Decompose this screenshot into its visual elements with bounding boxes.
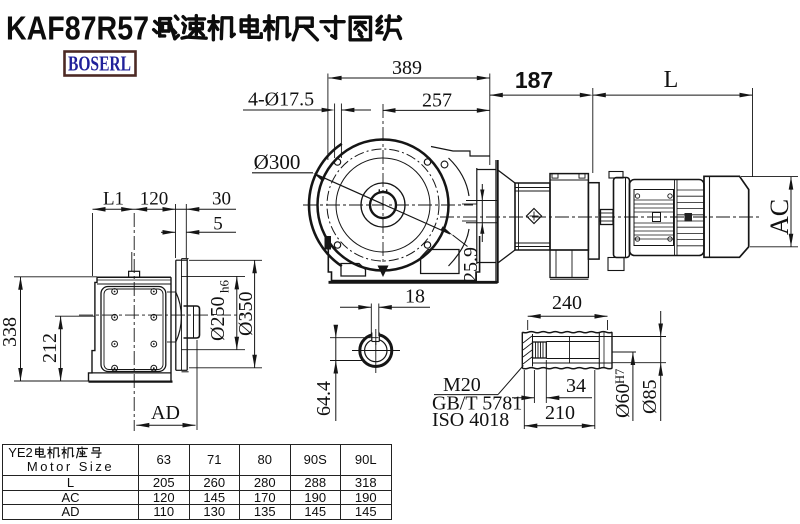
svg-text:L1: L1 — [103, 189, 124, 210]
svg-text:BOSERL: BOSERL — [68, 52, 131, 76]
svg-text:h6: h6 — [217, 280, 232, 294]
svg-text:GB/T 5781: GB/T 5781 — [432, 393, 522, 415]
svg-text:30: 30 — [212, 189, 231, 210]
svg-text:4-Ø17.5: 4-Ø17.5 — [248, 89, 314, 111]
svg-text:AC: AC — [765, 199, 794, 235]
svg-text:Ø350: Ø350 — [235, 292, 257, 336]
svg-text:187: 187 — [515, 67, 553, 93]
svg-text:338: 338 — [0, 317, 21, 347]
svg-text:Ø85: Ø85 — [639, 380, 661, 414]
svg-text:ISO 4018: ISO 4018 — [432, 409, 509, 431]
svg-text:240: 240 — [552, 292, 582, 314]
svg-text:H7: H7 — [613, 369, 627, 384]
svg-text:257: 257 — [422, 90, 452, 112]
svg-text:5: 5 — [213, 214, 223, 235]
svg-text:18: 18 — [405, 286, 425, 308]
svg-text:Ø250: Ø250 — [207, 297, 229, 341]
svg-text:64.4: 64.4 — [313, 381, 335, 416]
svg-text:L: L — [664, 67, 679, 93]
svg-text:Ø300: Ø300 — [254, 150, 301, 174]
svg-text:120: 120 — [140, 189, 169, 210]
svg-text:KAF87R57: KAF87R57 — [6, 10, 149, 47]
svg-text:210: 210 — [545, 402, 575, 424]
svg-text:AD: AD — [151, 402, 180, 424]
svg-text:25.9: 25.9 — [460, 247, 482, 282]
svg-text:34: 34 — [566, 375, 586, 397]
svg-text:Ø60: Ø60 — [612, 384, 634, 418]
svg-text:212: 212 — [39, 333, 61, 363]
svg-text:M20: M20 — [443, 374, 481, 396]
svg-text:389: 389 — [392, 57, 422, 79]
